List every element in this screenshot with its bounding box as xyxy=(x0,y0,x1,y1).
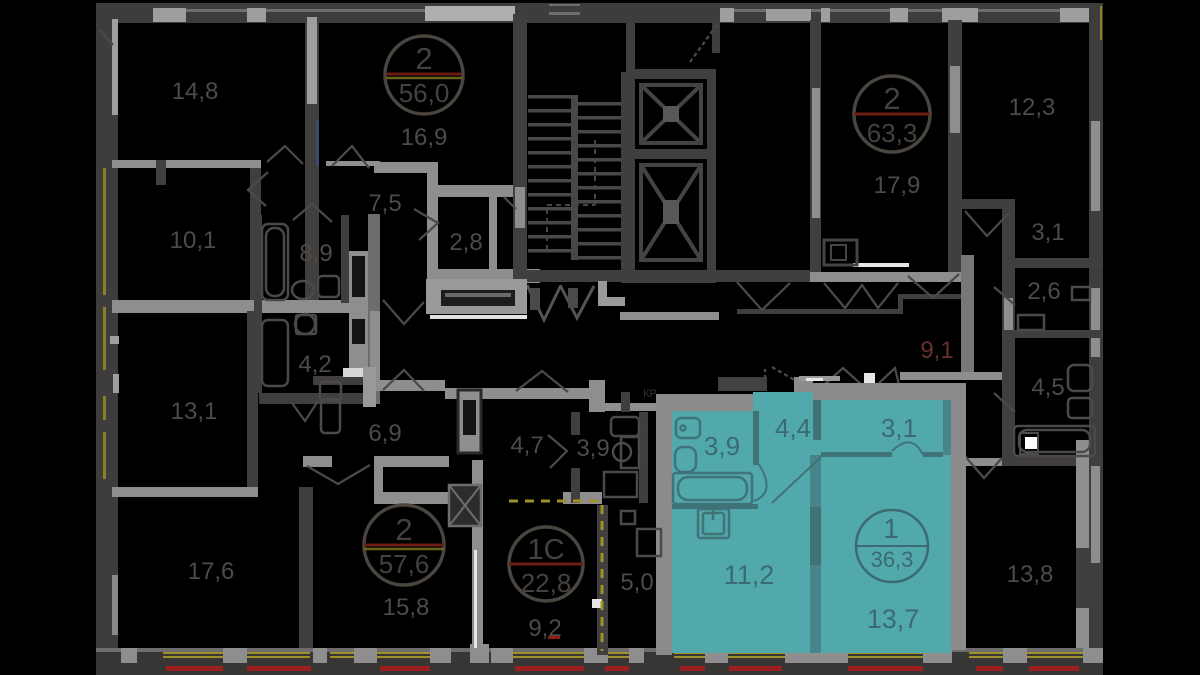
svg-text:8,9: 8,9 xyxy=(299,240,332,267)
svg-text:2,8: 2,8 xyxy=(449,229,482,256)
svg-text:3,9: 3,9 xyxy=(704,431,740,461)
svg-text:13,1: 13,1 xyxy=(171,398,218,425)
svg-text:2: 2 xyxy=(883,81,900,116)
svg-text:36,3: 36,3 xyxy=(871,547,914,572)
svg-text:3,9: 3,9 xyxy=(576,435,609,462)
svg-text:63,3: 63,3 xyxy=(867,118,918,148)
svg-text:17,9: 17,9 xyxy=(874,172,921,199)
svg-text:13,7: 13,7 xyxy=(867,604,920,634)
svg-text:16,9: 16,9 xyxy=(401,124,448,151)
svg-text:4,5: 4,5 xyxy=(1031,374,1064,401)
svg-text:6,9: 6,9 xyxy=(368,420,401,447)
svg-text:14,8: 14,8 xyxy=(172,78,219,105)
svg-text:22,8: 22,8 xyxy=(521,568,572,598)
svg-text:17,6: 17,6 xyxy=(188,558,235,585)
svg-text:9,1: 9,1 xyxy=(920,337,953,364)
svg-text:3,1: 3,1 xyxy=(881,413,917,443)
svg-text:4,2: 4,2 xyxy=(298,351,331,378)
svg-text:10,1: 10,1 xyxy=(170,227,217,254)
svg-text:4,4: 4,4 xyxy=(775,413,811,443)
svg-text:4,7: 4,7 xyxy=(510,432,543,459)
svg-text:2: 2 xyxy=(415,41,432,76)
svg-text:1: 1 xyxy=(883,513,899,544)
svg-text:1С: 1С xyxy=(527,534,564,566)
svg-text:12,3: 12,3 xyxy=(1009,94,1056,121)
svg-text:3,1: 3,1 xyxy=(1031,219,1064,246)
svg-text:11,2: 11,2 xyxy=(724,560,775,590)
svg-text:2,6: 2,6 xyxy=(1027,278,1060,305)
svg-text:7,5: 7,5 xyxy=(368,190,401,217)
svg-text:56,0: 56,0 xyxy=(399,78,450,108)
svg-text:57,6: 57,6 xyxy=(379,549,430,579)
svg-text:13,8: 13,8 xyxy=(1007,561,1054,588)
svg-text:5,0: 5,0 xyxy=(620,569,653,596)
svg-text:15,8: 15,8 xyxy=(383,594,430,621)
svg-text:КР: КР xyxy=(643,388,657,400)
svg-text:2: 2 xyxy=(395,512,412,547)
